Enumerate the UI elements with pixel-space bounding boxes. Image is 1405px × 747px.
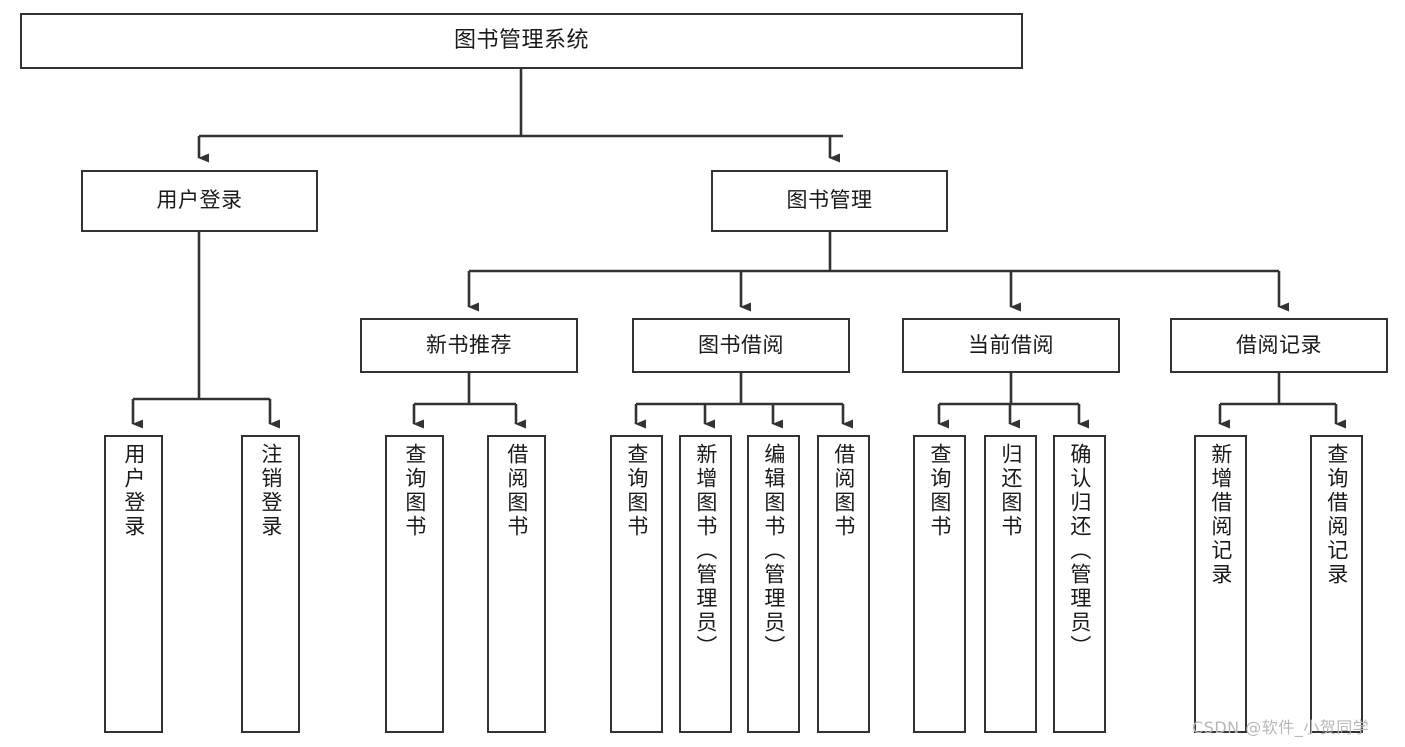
node-label: 新增借阅记录: [1208, 443, 1233, 587]
node-label: 新增图书（管理员）: [693, 443, 718, 659]
node-label: 查询图书: [624, 443, 649, 539]
node-user-login[interactable]: 用户登录: [81, 170, 318, 232]
node-label: 图书借阅: [698, 332, 784, 357]
edges-current-borrow-to-leaves: [937, 373, 1089, 429]
node-new-book-recommend[interactable]: 新书推荐: [360, 318, 578, 373]
leaf-user-login[interactable]: 用户登录: [104, 435, 163, 733]
node-label: 确认归还（管理员）: [1067, 443, 1092, 659]
node-root-book-management-system[interactable]: 图书管理系统: [20, 13, 1023, 69]
node-label: 新书推荐: [426, 332, 512, 357]
node-label: 借阅图书: [831, 443, 856, 539]
leaf-return-book[interactable]: 归还图书: [984, 435, 1037, 733]
leaf-query-book-borrow[interactable]: 查询图书: [610, 435, 663, 733]
node-label: 借阅记录: [1236, 332, 1322, 357]
edges-root-to-level2: [197, 69, 843, 163]
leaf-add-book-admin[interactable]: 新增图书（管理员）: [679, 435, 732, 733]
leaf-query-book-new[interactable]: 查询图书: [385, 435, 444, 733]
node-label: 注销登录: [258, 443, 283, 539]
leaf-borrow-book[interactable]: 借阅图书: [817, 435, 870, 733]
node-label: 查询图书: [927, 443, 952, 539]
node-label: 用户登录: [121, 443, 146, 539]
node-book-borrow[interactable]: 图书借阅: [632, 318, 850, 373]
node-label: 归还图书: [998, 443, 1023, 539]
node-label: 查询借阅记录: [1324, 443, 1349, 587]
node-label: 当前借阅: [968, 332, 1054, 357]
leaf-logout[interactable]: 注销登录: [241, 435, 300, 733]
leaf-confirm-return-admin[interactable]: 确认归还（管理员）: [1053, 435, 1106, 733]
node-current-borrow[interactable]: 当前借阅: [902, 318, 1120, 373]
leaf-add-borrow-record[interactable]: 新增借阅记录: [1194, 435, 1247, 733]
node-label: 查询图书: [402, 443, 427, 539]
node-label: 图书管理: [786, 188, 873, 213]
node-book-management[interactable]: 图书管理: [711, 170, 948, 232]
leaf-query-book-current[interactable]: 查询图书: [913, 435, 966, 733]
node-label: 图书管理系统: [453, 27, 589, 53]
node-label: 借阅图书: [504, 443, 529, 539]
edges-book-manage-to-level3: [467, 232, 1289, 312]
node-borrow-record[interactable]: 借阅记录: [1170, 318, 1388, 373]
edges-book-borrow-to-leaves: [634, 373, 853, 429]
leaf-query-borrow-record[interactable]: 查询借阅记录: [1310, 435, 1363, 733]
leaf-edit-book-admin[interactable]: 编辑图书（管理员）: [747, 435, 800, 733]
edges-user-login-to-leaves: [131, 232, 280, 429]
leaf-borrow-book-new[interactable]: 借阅图书: [487, 435, 546, 733]
edges-borrow-record-to-leaves: [1218, 373, 1346, 429]
node-label: 编辑图书（管理员）: [761, 443, 786, 659]
edges-new-book-to-leaves: [412, 373, 526, 429]
node-label: 用户登录: [156, 188, 243, 213]
